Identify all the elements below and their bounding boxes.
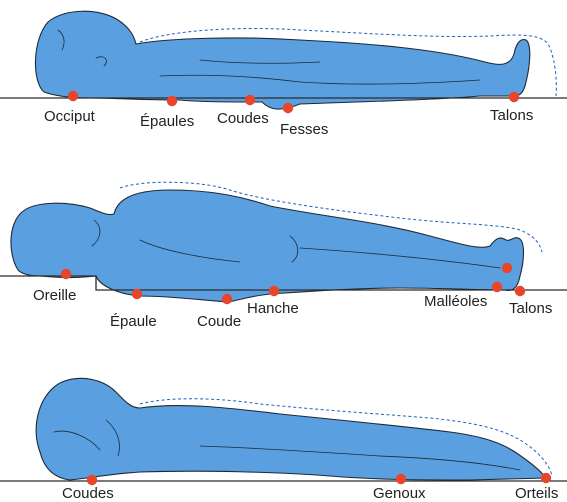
point-malleolus-top xyxy=(502,263,512,273)
supine-body xyxy=(35,11,529,109)
point-heels-1 xyxy=(509,92,519,102)
figure-prone xyxy=(0,378,567,485)
label-buttocks: Fesses xyxy=(280,122,328,137)
prone-body xyxy=(36,378,546,480)
point-hip xyxy=(269,286,279,296)
point-shoulders xyxy=(167,96,177,106)
label-elbow: Coude xyxy=(197,314,241,329)
point-ear xyxy=(61,269,71,279)
point-knees xyxy=(396,474,406,484)
figure-supine xyxy=(0,11,567,113)
label-malleoli: Malléoles xyxy=(424,294,487,309)
label-hip: Hanche xyxy=(247,301,299,316)
label-shoulders: Épaules xyxy=(140,114,194,129)
label-heels-lateral: Talons xyxy=(509,301,552,316)
point-toes xyxy=(541,473,551,483)
label-toes: Orteils xyxy=(515,486,558,501)
point-heels-2 xyxy=(515,286,525,296)
label-elbows-prone: Coudes xyxy=(62,486,114,501)
label-shoulder: Épaule xyxy=(110,314,157,329)
point-elbows-2 xyxy=(87,475,97,485)
label-occiput: Occiput xyxy=(44,109,95,124)
point-elbows-1 xyxy=(245,95,255,105)
point-buttocks xyxy=(283,103,293,113)
point-elbow xyxy=(222,294,232,304)
label-ear: Oreille xyxy=(33,288,76,303)
point-occiput xyxy=(68,91,78,101)
point-shoulder xyxy=(132,289,142,299)
point-malleoli xyxy=(492,282,502,292)
lateral-body xyxy=(11,190,524,302)
label-elbows: Coudes xyxy=(217,111,269,126)
label-heels: Talons xyxy=(490,108,533,123)
label-knees: Genoux xyxy=(373,486,426,501)
figure-lateral xyxy=(0,182,567,304)
